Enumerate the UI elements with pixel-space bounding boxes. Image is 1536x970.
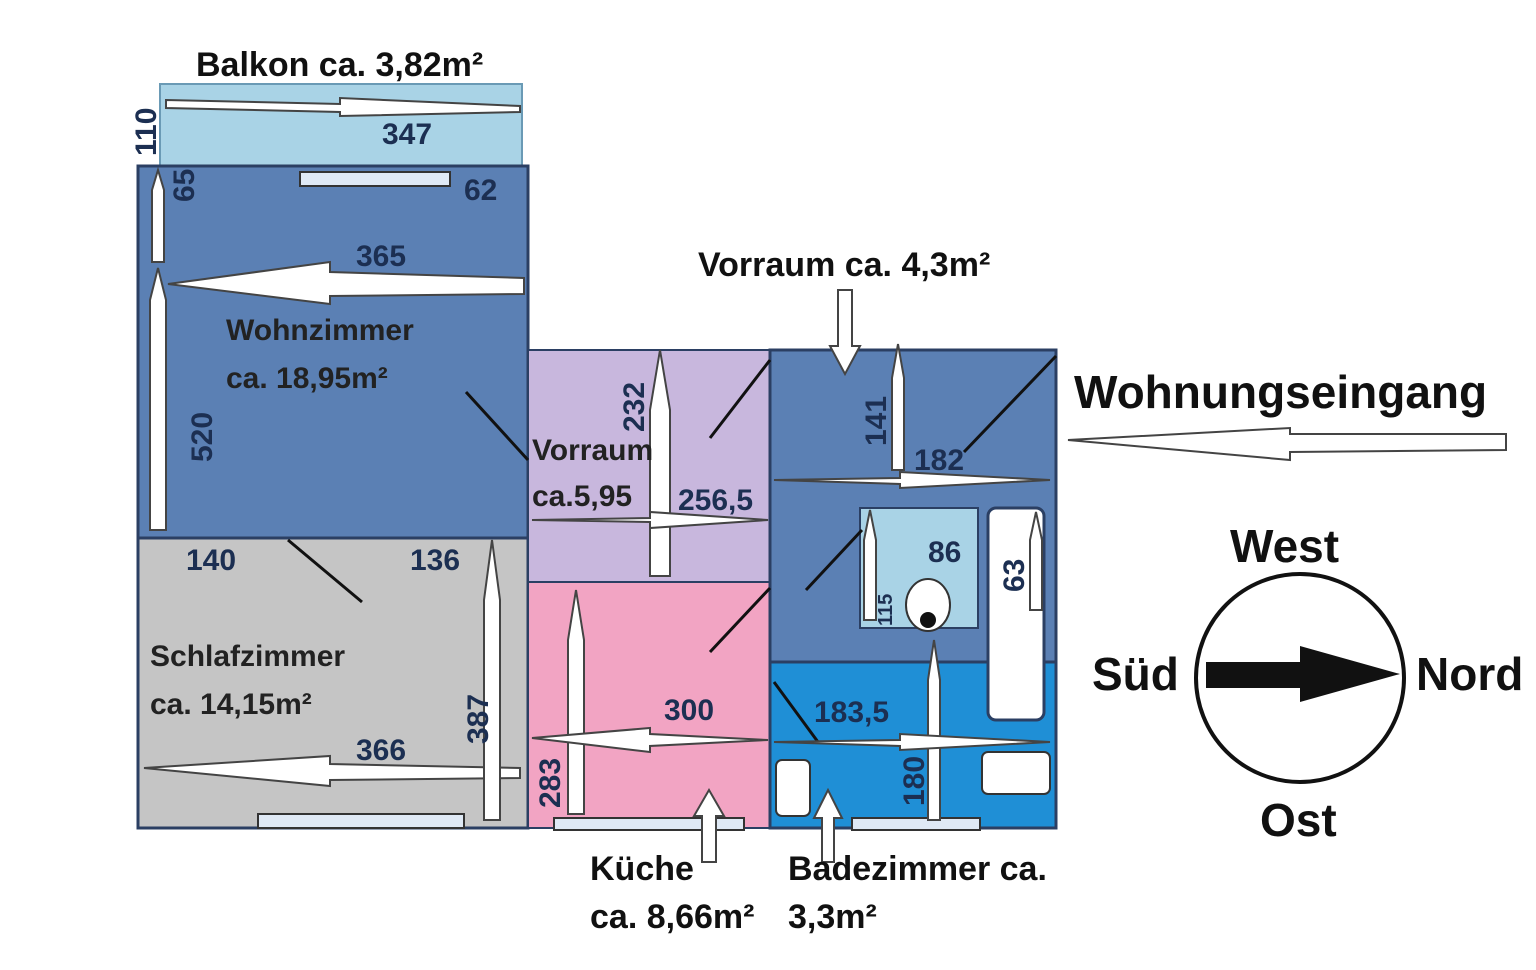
window-living xyxy=(299,171,451,187)
dim-232: 232 xyxy=(618,382,651,432)
compass-north: Nord xyxy=(1416,648,1523,700)
arrow-bath-width xyxy=(773,732,1051,752)
arrow-entry-width xyxy=(773,470,1051,490)
arrow-wc-height xyxy=(863,509,877,621)
wohnzimmer-name: Wohnzimmer xyxy=(226,314,414,347)
balkon-label: Balkon ca. 3,82m² xyxy=(196,46,483,84)
dim-256: 256,5 xyxy=(678,484,753,517)
dim-283: 283 xyxy=(534,758,567,808)
bad-area-text: 3,3m² xyxy=(788,898,877,936)
dim-180: 180 xyxy=(898,756,931,806)
door-line-5 xyxy=(804,528,864,592)
door-line-3 xyxy=(708,359,772,439)
dim-183: 183,5 xyxy=(814,696,889,729)
schlafzimmer-name: Schlafzimmer xyxy=(150,640,345,673)
arrow-living-height xyxy=(149,267,167,531)
dim-62: 62 xyxy=(464,174,497,207)
door-line-4 xyxy=(708,586,772,654)
door-line-6 xyxy=(962,354,1058,454)
toilet-icon xyxy=(905,578,951,632)
compass-south: Süd xyxy=(1092,648,1179,700)
dim-520: 520 xyxy=(186,412,219,462)
arrow-bedroom-height xyxy=(483,539,501,821)
window-bath xyxy=(851,817,981,831)
vorraum-outer-label: Vorraum ca. 4,3m² xyxy=(698,246,990,284)
door-line-7 xyxy=(772,681,820,743)
dim-115: 115 xyxy=(875,594,897,626)
arrow-balkon-width xyxy=(165,96,521,118)
arrow-vorraum-label xyxy=(828,289,862,377)
dim-182: 182 xyxy=(914,444,964,477)
arrow-entrance xyxy=(1067,426,1507,462)
dim-347: 347 xyxy=(382,118,432,151)
arrow-vorraum-width xyxy=(531,510,769,530)
dim-86: 86 xyxy=(928,536,961,569)
vorraum-inner-name: Vorraum xyxy=(532,434,653,467)
arrow-kitchen-height xyxy=(567,589,585,815)
kueche-area-text: ca. 8,66m² xyxy=(590,898,754,936)
sink-icon xyxy=(775,759,811,817)
wohnzimmer-area xyxy=(136,164,530,540)
arrow-bedroom-width xyxy=(143,754,521,788)
arrow-living-left xyxy=(151,166,165,263)
dim-110: 110 xyxy=(130,108,163,156)
arrow-tub xyxy=(1029,511,1043,611)
entrance-label: Wohnungseingang xyxy=(1074,366,1487,418)
arrow-kitchen-width xyxy=(531,726,769,754)
window-bedroom xyxy=(257,813,465,829)
arrow-entry-height xyxy=(891,343,905,471)
dim-141: 141 xyxy=(860,396,893,446)
arrow-bath-height xyxy=(927,639,941,821)
kueche-name: Küche xyxy=(590,850,694,888)
dim-365: 365 xyxy=(356,240,406,273)
dim-63: 63 xyxy=(998,559,1031,592)
schlafzimmer-area xyxy=(136,536,530,830)
dim-140: 140 xyxy=(186,544,236,577)
dim-300: 300 xyxy=(664,694,714,727)
arrow-kitchen-label xyxy=(692,787,726,863)
dim-366: 366 xyxy=(356,734,406,767)
dim-65: 65 xyxy=(168,169,201,202)
bad-name: Badezimmer ca. xyxy=(788,850,1047,888)
toilet-seat-icon xyxy=(920,612,936,628)
balkon-area xyxy=(159,83,523,167)
compass-arrow-icon xyxy=(1206,646,1400,702)
vorraum-inner-area-text: ca.5,95 xyxy=(532,480,632,513)
dim-136: 136 xyxy=(410,544,460,577)
door-line-2 xyxy=(287,538,363,604)
door-line xyxy=(464,390,530,462)
arrow-bath-label xyxy=(812,787,844,863)
compass-east: Ost xyxy=(1260,794,1337,846)
sink-icon-2 xyxy=(981,751,1051,795)
dim-387: 387 xyxy=(462,694,495,744)
arrow-living-width xyxy=(167,260,525,306)
schlafzimmer-area-text: ca. 14,15m² xyxy=(150,688,312,721)
window-kitchen xyxy=(553,817,745,831)
wohnzimmer-area-text: ca. 18,95m² xyxy=(226,362,388,395)
compass-west: West xyxy=(1230,520,1339,572)
